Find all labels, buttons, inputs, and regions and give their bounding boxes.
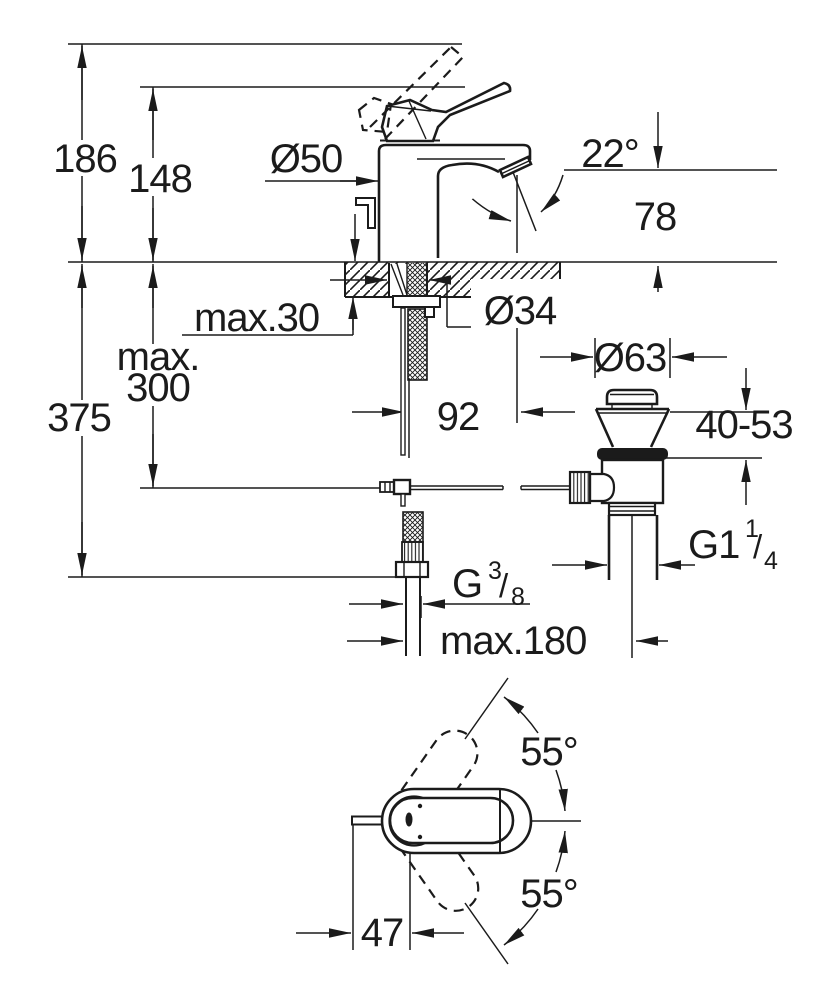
waste-cap [605, 388, 659, 406]
dim-total-height: 186 [53, 137, 117, 181]
dim-supply-thread: G 3 / 8 [452, 557, 525, 611]
dim-clamp-range: 40-53 [695, 403, 792, 447]
waste-tailpipe [607, 515, 659, 580]
dimension-labels: 186 148 Ø50 22° 78 max.30 Ø34 max. 300 3… [47, 132, 794, 955]
dim-hole-diameter: Ø34 [484, 289, 557, 333]
rubber-seal [597, 448, 668, 460]
dim-swivel-lower: 55° [520, 872, 578, 916]
pop-up-knob [355, 197, 376, 229]
dim-body-diameter: Ø50 [270, 137, 343, 181]
logo-mark [405, 812, 413, 827]
hose-connector-tube [405, 577, 421, 656]
dim-lever-height: 148 [128, 157, 192, 201]
hose-nut [394, 560, 430, 579]
linkage-rod [410, 485, 504, 491]
faucet-top-view [351, 729, 533, 912]
dim-hose-length-1: max. [117, 335, 200, 379]
rod-joint [392, 478, 412, 496]
dim-spout-height: 78 [634, 195, 677, 239]
dim-waste-cap-diameter: Ø63 [594, 336, 667, 380]
lever-raised-ghost [369, 46, 464, 140]
pop-up-rod-top [351, 815, 383, 826]
dim-swivel-upper: 55° [520, 730, 578, 774]
dim-waste-thread: G1 1 / 4 [688, 515, 778, 575]
dim-offset-max: max.180 [440, 619, 586, 663]
dim-spout-reach: 92 [437, 395, 480, 439]
dim-handle-offset: 47 [361, 911, 404, 955]
rod-clamp-knob [568, 470, 592, 505]
waste-valve [568, 388, 671, 580]
hole-dia-label-box [471, 279, 565, 328]
dim-total-depth: 375 [47, 396, 111, 440]
spout-underside [436, 162, 500, 258]
mounting-washer [392, 295, 441, 308]
dimension-arrows [77, 46, 751, 946]
dim-hose-length-2: 300 [126, 366, 190, 410]
faucet-body [377, 143, 532, 262]
waste-flange [594, 407, 671, 448]
dim-spout-angle: 22° [581, 132, 639, 176]
dim-deck-thickness: max.30 [194, 296, 319, 340]
faucet-side-view [344, 46, 570, 656]
supply-hose-braided [407, 308, 428, 381]
pop-up-rod [400, 307, 406, 456]
lever-top [388, 796, 515, 845]
threaded-shank [407, 263, 427, 296]
lever-handle [380, 81, 512, 143]
